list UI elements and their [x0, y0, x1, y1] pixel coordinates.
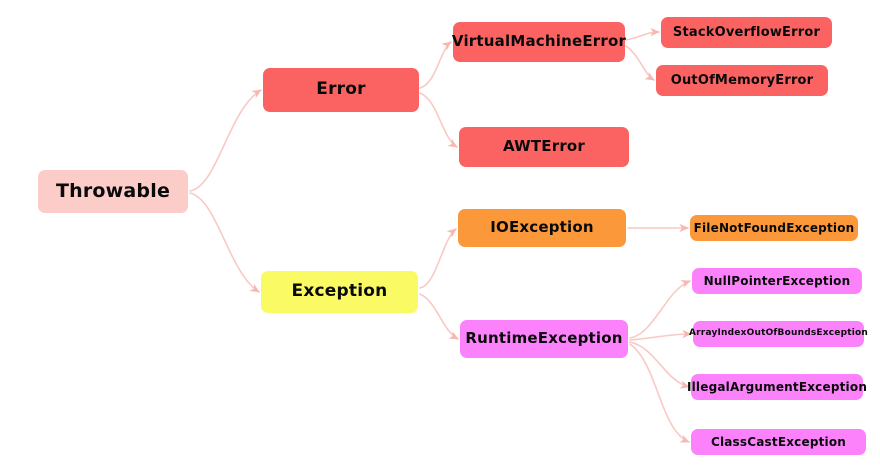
edge-error-to-virtualmachineerror [419, 41, 452, 89]
node-outofmemoryerror[interactable]: OutOfMemoryError [656, 65, 828, 96]
node-label-error: Error [316, 79, 366, 100]
node-throwable[interactable]: Throwable [38, 170, 188, 213]
edge-error-to-awterror [419, 92, 458, 148]
node-ioexception[interactable]: IOException [458, 209, 626, 247]
edge-runtimeexception-to-arrayindexoutofboundsexception [629, 329, 692, 341]
edge-runtimeexception-to-illegalargumentexception [629, 341, 690, 389]
edge-exception-to-runtimeexception [419, 293, 459, 340]
node-filenotfoundexception[interactable]: FileNotFoundException [690, 215, 858, 241]
edge-throwable-to-error [189, 89, 262, 192]
node-virtualmachineerror[interactable]: VirtualMachineError [451, 22, 627, 62]
node-label-stackoverflowerror: StackOverflowError [672, 24, 821, 40]
node-label-classcastexception: ClassCastException [710, 434, 847, 449]
edge-runtimeexception-to-classcastexception [629, 343, 690, 443]
node-illegalargumentexception[interactable]: IllegalArgumentException [687, 374, 867, 400]
node-label-virtualmachineerror: VirtualMachineError [451, 32, 627, 51]
node-classcastexception[interactable]: ClassCastException [691, 429, 866, 455]
node-label-runtimeexception: RuntimeException [465, 329, 623, 348]
node-label-illegalargumentexception: IllegalArgumentException [686, 379, 868, 394]
edge-exception-to-ioexception [419, 228, 457, 289]
node-label-ioexception: IOException [490, 218, 594, 237]
node-runtimeexception[interactable]: RuntimeException [460, 320, 628, 358]
node-label-awterror: AWTError [502, 137, 586, 156]
node-label-filenotfoundexception: FileNotFoundException [693, 220, 855, 235]
node-error[interactable]: Error [263, 68, 419, 112]
node-awterror[interactable]: AWTError [459, 127, 629, 167]
edge-virtualmachineerror-to-stackoverflowerror [625, 27, 660, 41]
edge-virtualmachineerror-to-outofmemoryerror [625, 45, 655, 81]
edge-runtimeexception-to-nullpointerexception [629, 280, 691, 339]
node-label-arrayindexoutofboundsexception: ArrayIndexOutOfBoundsException [689, 328, 869, 339]
node-label-throwable: Throwable [55, 179, 171, 202]
edge-throwable-to-exception [189, 192, 260, 293]
node-nullpointerexception[interactable]: NullPointerException [692, 268, 862, 294]
node-label-nullpointerexception: NullPointerException [703, 273, 851, 288]
node-exception[interactable]: Exception [261, 271, 418, 313]
node-label-exception: Exception [291, 281, 388, 302]
node-label-outofmemoryerror: OutOfMemoryError [670, 72, 814, 88]
node-arrayindexoutofboundsexception[interactable]: ArrayIndexOutOfBoundsException [689, 321, 868, 347]
node-stackoverflowerror[interactable]: StackOverflowError [661, 17, 832, 48]
